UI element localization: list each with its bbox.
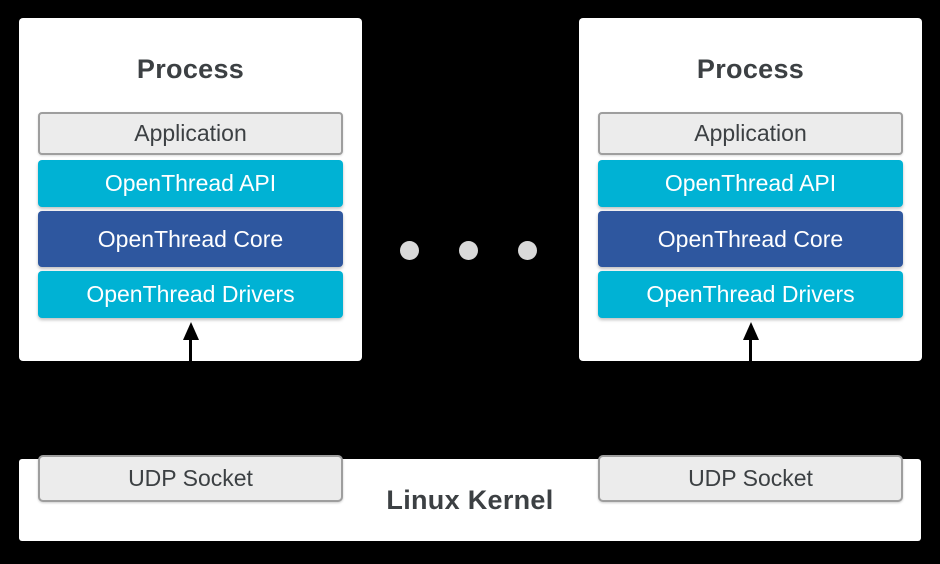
udp-socket-right: UDP Socket xyxy=(598,455,903,502)
ellipsis-dot xyxy=(518,241,537,260)
layer-openthread-api: OpenThread API xyxy=(598,160,903,207)
up-arrow-shaft xyxy=(189,338,192,361)
layer-openthread-drivers: OpenThread Drivers xyxy=(598,271,903,318)
layer-openthread-api: OpenThread API xyxy=(38,160,343,207)
udp-socket-left: UDP Socket xyxy=(38,455,343,502)
process-title: Process xyxy=(136,54,245,84)
layer-openthread-core: OpenThread Core xyxy=(598,211,903,267)
process-title: Process xyxy=(696,54,805,84)
up-arrow-icon xyxy=(743,322,759,340)
up-arrow-icon xyxy=(183,322,199,340)
linux-kernel-label: Linux Kernel xyxy=(386,484,554,515)
layer-application: Application xyxy=(38,112,343,155)
ellipsis-dot xyxy=(400,241,419,260)
layer-openthread-core: OpenThread Core xyxy=(38,211,343,267)
up-arrow-shaft xyxy=(749,338,752,361)
process-card-left: Process Application OpenThread API OpenT… xyxy=(19,18,362,361)
layer-openthread-drivers: OpenThread Drivers xyxy=(38,271,343,318)
process-card-right: Process Application OpenThread API OpenT… xyxy=(579,18,922,361)
layer-application: Application xyxy=(598,112,903,155)
ellipsis-dot xyxy=(459,241,478,260)
